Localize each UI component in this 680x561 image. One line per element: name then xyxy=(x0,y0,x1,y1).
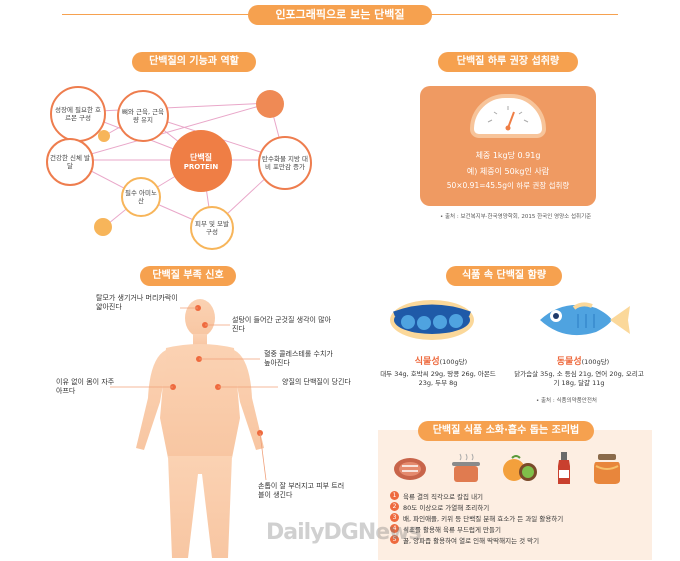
plant-list: 대두 34g, 호박씨 29g, 땅콩 26g, 아몬드 23g, 두부 8g xyxy=(380,370,496,388)
plant-title: 식물성 xyxy=(414,357,440,367)
protein-center-line1: 단백질 xyxy=(189,152,213,162)
foods-header: 식품 속 단백질 함량 xyxy=(446,266,562,286)
protein-center: 단백질 PROTEIN xyxy=(170,130,232,192)
fish-icon xyxy=(540,302,630,336)
tip-number: 3 xyxy=(390,513,399,522)
node-development: 건강한 신체 발달 xyxy=(46,138,94,186)
node-muscle: 뼈와 근육, 근육량 유지 xyxy=(117,90,169,142)
list-item: 4 식초를 활용해 육류 부드럽게 만들기 xyxy=(390,523,646,534)
honey-jar-icon xyxy=(594,454,620,484)
node-amino: 필수 아미노산 xyxy=(121,177,161,217)
sign-nails: 손톱이 잘 부러지고 피부 트러블이 생긴다 xyxy=(258,482,345,500)
sign-cholesterol: 혈중 콜레스테롤 수치가 높아진다 xyxy=(264,350,333,368)
cooking-header: 단백질 식품 소화·흡수 돕는 조리법 xyxy=(418,421,594,441)
tip-text: 80도 이상으로 가열해 조리하기 xyxy=(403,503,490,512)
intake-line2: 예) 체중이 50kg인 사람 xyxy=(466,167,550,176)
plant-title-row: 식물성(100g당) xyxy=(386,354,496,367)
list-item: 5 꿀, 양파즙 활용하여 열로 인해 딱딱해지는 것 막기 xyxy=(390,534,646,545)
decor-dot xyxy=(98,130,110,142)
list-item: 3 배, 파인애플, 키위 등 단백질 분해 효소가 든 과일 활용하기 xyxy=(390,512,646,523)
tip-number: 2 xyxy=(390,502,399,511)
tip-text: 꿀, 양파즙 활용하여 열로 인해 딱딱해지는 것 막기 xyxy=(403,536,540,545)
foods-source: • 출처 : 식품의약품안전처 xyxy=(536,398,597,404)
sign-protein: 양질의 단백질이 당긴다 xyxy=(282,378,351,386)
protein-center-line2: PROTEIN xyxy=(183,162,219,171)
scale-card: 체중 1kg당 0.91g 예) 체중이 50kg인 사람 50×0.91=45… xyxy=(420,86,596,206)
sign-hair: 탈모가 생기거나 머리카락이 얇아진다 xyxy=(96,294,178,312)
cooking-tip-list: 1 육류 결의 직각으로 칼집 내기 2 80도 이상으로 가열해 조리하기 3… xyxy=(390,490,646,545)
node-hormone: 성장에 필요한 호르몬 구성 xyxy=(50,86,106,142)
animal-unit: (100g당) xyxy=(581,358,610,366)
list-item: 1 육류 결의 직각으로 칼집 내기 xyxy=(390,490,646,501)
node-skin: 피부 및 모발 구성 xyxy=(190,206,234,250)
soybean-icon xyxy=(390,300,474,340)
cooking-icons xyxy=(392,452,632,486)
function-header: 단백질의 기능과 역할 xyxy=(132,52,256,72)
animal-list: 닭가슴살 35g, 소 등심 21g, 연어 20g, 오리고기 18g, 달걀… xyxy=(514,370,644,388)
tip-number: 5 xyxy=(390,535,399,544)
human-body-figure xyxy=(136,299,264,558)
pot-icon xyxy=(452,453,480,482)
watermark: DailyDGNews xyxy=(266,520,422,545)
vinegar-bottle-icon xyxy=(558,452,570,484)
animal-title: 동물성 xyxy=(556,357,582,367)
intake-line1: 체중 1kg당 0.91g xyxy=(475,151,541,160)
tip-text: 배, 파인애플, 키위 등 단백질 분해 효소가 든 과일 활용하기 xyxy=(403,514,564,523)
intake-line3: 50×0.91=45.5g이 하루 권장 섭취량 xyxy=(446,181,570,190)
steak-icon xyxy=(394,458,426,480)
tip-text: 식초를 활용해 육류 부드럽게 만들기 xyxy=(403,525,501,534)
sign-sick: 이유 없이 몸이 자주 아프다 xyxy=(56,378,115,396)
deficiency-header: 단백질 부족 신호 xyxy=(140,266,236,286)
tip-number: 1 xyxy=(390,491,399,500)
list-item: 2 80도 이상으로 가열해 조리하기 xyxy=(390,501,646,512)
cooking-card xyxy=(378,430,652,560)
node-satiety: 탄수화물 지방 대비 포만감 증가 xyxy=(258,136,312,190)
animal-title-row: 동물성(100g당) xyxy=(528,354,638,367)
tip-number: 4 xyxy=(390,524,399,533)
fruit-icon xyxy=(503,455,537,481)
page-title: 인포그래픽으로 보는 단백질 xyxy=(248,5,432,25)
intake-header: 단백질 하루 권장 섭취량 xyxy=(438,52,578,72)
scale-needle-icon xyxy=(487,106,529,131)
sign-sugar: 설탕이 들어간 군것질 생각이 많아진다 xyxy=(232,316,332,334)
decor-dot xyxy=(94,218,112,236)
decor-dot xyxy=(256,90,284,118)
plant-unit: (100g당) xyxy=(439,358,468,366)
intake-source: • 출처 : 보건복지부·한국영양학회, 2015 한국인 영양소 섭취기준 xyxy=(440,214,592,220)
tip-text: 육류 결의 직각으로 칼집 내기 xyxy=(403,492,484,501)
